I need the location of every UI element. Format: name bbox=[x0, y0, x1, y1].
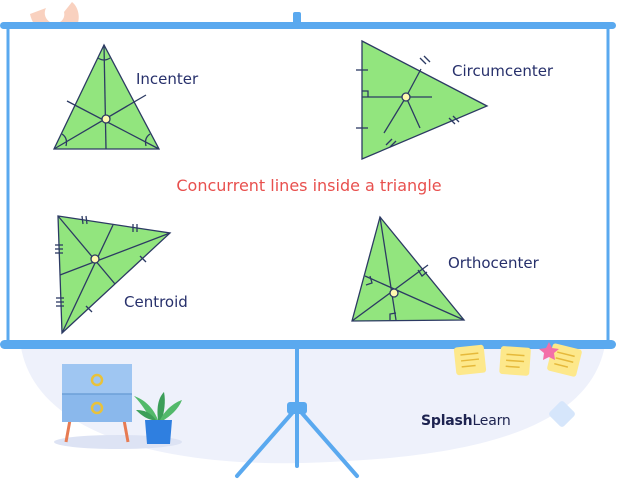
page-title: Concurrent lines inside a triangle bbox=[176, 176, 442, 195]
circumcenter-triangle bbox=[356, 39, 489, 160]
screen-hook bbox=[293, 12, 301, 24]
tripod-stand bbox=[235, 347, 359, 478]
logo-part-learn: Learn bbox=[472, 413, 511, 429]
incenter-label: Incenter bbox=[136, 70, 199, 88]
drawer-cabinet bbox=[54, 364, 182, 449]
orthocenter-triangle bbox=[351, 215, 466, 322]
orthocenter-label: Orthocenter bbox=[448, 254, 539, 272]
decor-diamond-icon bbox=[549, 401, 575, 427]
potted-plant-icon bbox=[134, 392, 182, 444]
screen-top-bar bbox=[0, 22, 616, 29]
circumcenter-label: Circumcenter bbox=[452, 62, 554, 80]
sticky-notes bbox=[453, 342, 582, 377]
screen-bottom-bar bbox=[0, 340, 616, 349]
splashlearn-logo: SplashLearn bbox=[421, 413, 511, 429]
centroid-label: Centroid bbox=[124, 293, 188, 311]
incenter-triangle bbox=[52, 43, 161, 150]
logo-part-splash: Splash bbox=[421, 413, 473, 429]
centroid-triangle bbox=[55, 215, 172, 335]
star-icon bbox=[539, 342, 559, 360]
